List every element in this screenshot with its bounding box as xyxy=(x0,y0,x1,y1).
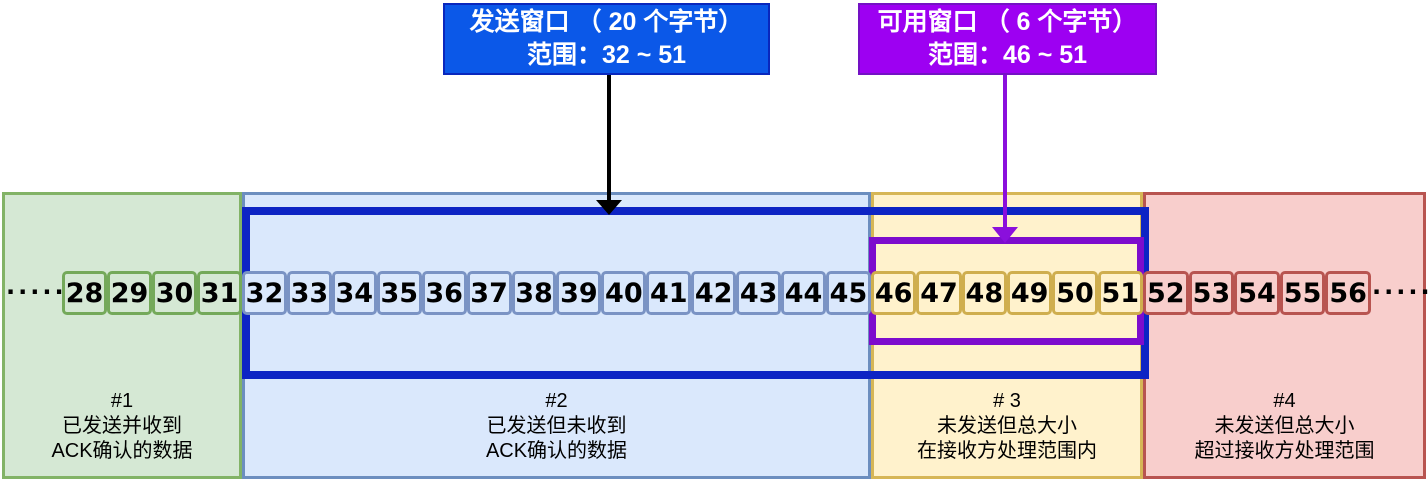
section-number: #2 xyxy=(545,390,568,412)
section-desc-line2: ACK确认的数据 xyxy=(51,440,193,462)
send-window-arrow-head-icon xyxy=(596,200,622,215)
right-ellipsis: ····· xyxy=(1372,278,1428,306)
section-acked-label: #1 已发送并收到 ACK确认的数据 xyxy=(8,389,236,464)
send-window-callout: 发送窗口 （ 20 个字节） 范围：32 ~ 51 xyxy=(443,3,770,75)
sequence-cell: 49 xyxy=(1006,271,1053,315)
section-unsent-outside-window-label: #4 未发送但总大小 超过接收方处理范围 xyxy=(1149,389,1420,464)
sequence-cell: 52 xyxy=(1143,271,1189,315)
sequence-cell: 48 xyxy=(961,271,1007,315)
left-ellipsis: ····· xyxy=(6,278,67,306)
sequence-cell: 42 xyxy=(691,271,737,315)
sequence-cell: 31 xyxy=(197,271,242,315)
section-desc-line2: 在接收方处理范围内 xyxy=(917,440,1097,462)
available-window-arrow-head-icon xyxy=(992,227,1018,243)
sequence-cell: 56 xyxy=(1325,271,1371,315)
section-number: #4 xyxy=(1273,390,1296,412)
available-window-callout-line2: 范围：46 ~ 51 xyxy=(927,41,1088,69)
sequence-cell: 50 xyxy=(1052,271,1098,315)
available-window-arrow-line xyxy=(1003,75,1007,229)
section-acked: #1 已发送并收到 ACK确认的数据 xyxy=(2,192,242,479)
section-number: #1 xyxy=(110,390,134,412)
section-sent-unacked-label: #2 已发送但未收到 ACK确认的数据 xyxy=(248,389,865,464)
send-window-callout-line2: 范围：32 ~ 51 xyxy=(526,41,687,69)
sequence-cell: 38 xyxy=(511,271,557,315)
sequence-cell: 40 xyxy=(601,271,647,315)
section-desc-line1: 未发送但总大小 xyxy=(1214,415,1355,437)
send-window-arrow-line xyxy=(607,75,611,202)
section-unsent-outside-window: #4 未发送但总大小 超过接收方处理范围 xyxy=(1143,192,1426,479)
sequence-cell: 43 xyxy=(736,271,782,315)
section-unsent-inside-window-label: # 3 未发送但总大小 在接收方处理范围内 xyxy=(877,389,1137,464)
sequence-cell: 28 xyxy=(62,271,107,315)
sequence-cell: 39 xyxy=(556,271,602,315)
sequence-cell: 44 xyxy=(781,271,826,315)
section-desc-line1: 已发送但未收到 xyxy=(486,415,627,437)
sequence-cell: 37 xyxy=(466,271,512,315)
section-desc-line1: 未发送但总大小 xyxy=(937,415,1077,437)
sequence-cell: 41 xyxy=(646,271,692,315)
available-window-callout-line1: 可用窗口 （ 6 个字节） xyxy=(877,8,1138,36)
section-desc-line2: ACK确认的数据 xyxy=(485,440,628,462)
sequence-cell: 53 xyxy=(1188,271,1235,315)
sequence-cell: 35 xyxy=(376,271,422,315)
section-desc-line1: 已发送并收到 xyxy=(62,415,182,437)
sequence-cell: 33 xyxy=(286,271,332,315)
sequence-cell: 45 xyxy=(825,271,871,315)
sequence-cell: 34 xyxy=(331,271,377,315)
section-desc-line2: 超过接收方处理范围 xyxy=(1194,440,1375,462)
sequence-cell: 54 xyxy=(1234,271,1280,315)
sequence-cell: 32 xyxy=(242,271,287,315)
sequence-cell: 51 xyxy=(1097,271,1143,315)
sequence-cell: 36 xyxy=(421,271,467,315)
sequence-cell: 46 xyxy=(871,271,917,315)
send-window-callout-line1: 发送窗口 （ 20 个字节） xyxy=(469,8,744,36)
sequence-cell: 30 xyxy=(152,271,197,315)
sequence-cell: 29 xyxy=(107,271,152,315)
sequence-cell: 55 xyxy=(1279,271,1326,315)
sequence-cell: 47 xyxy=(916,271,962,315)
available-window-callout: 可用窗口 （ 6 个字节） 范围：46 ~ 51 xyxy=(858,3,1157,75)
section-sent-unacked: #2 已发送但未收到 ACK确认的数据 xyxy=(242,192,871,479)
section-number: # 3 xyxy=(993,390,1021,412)
